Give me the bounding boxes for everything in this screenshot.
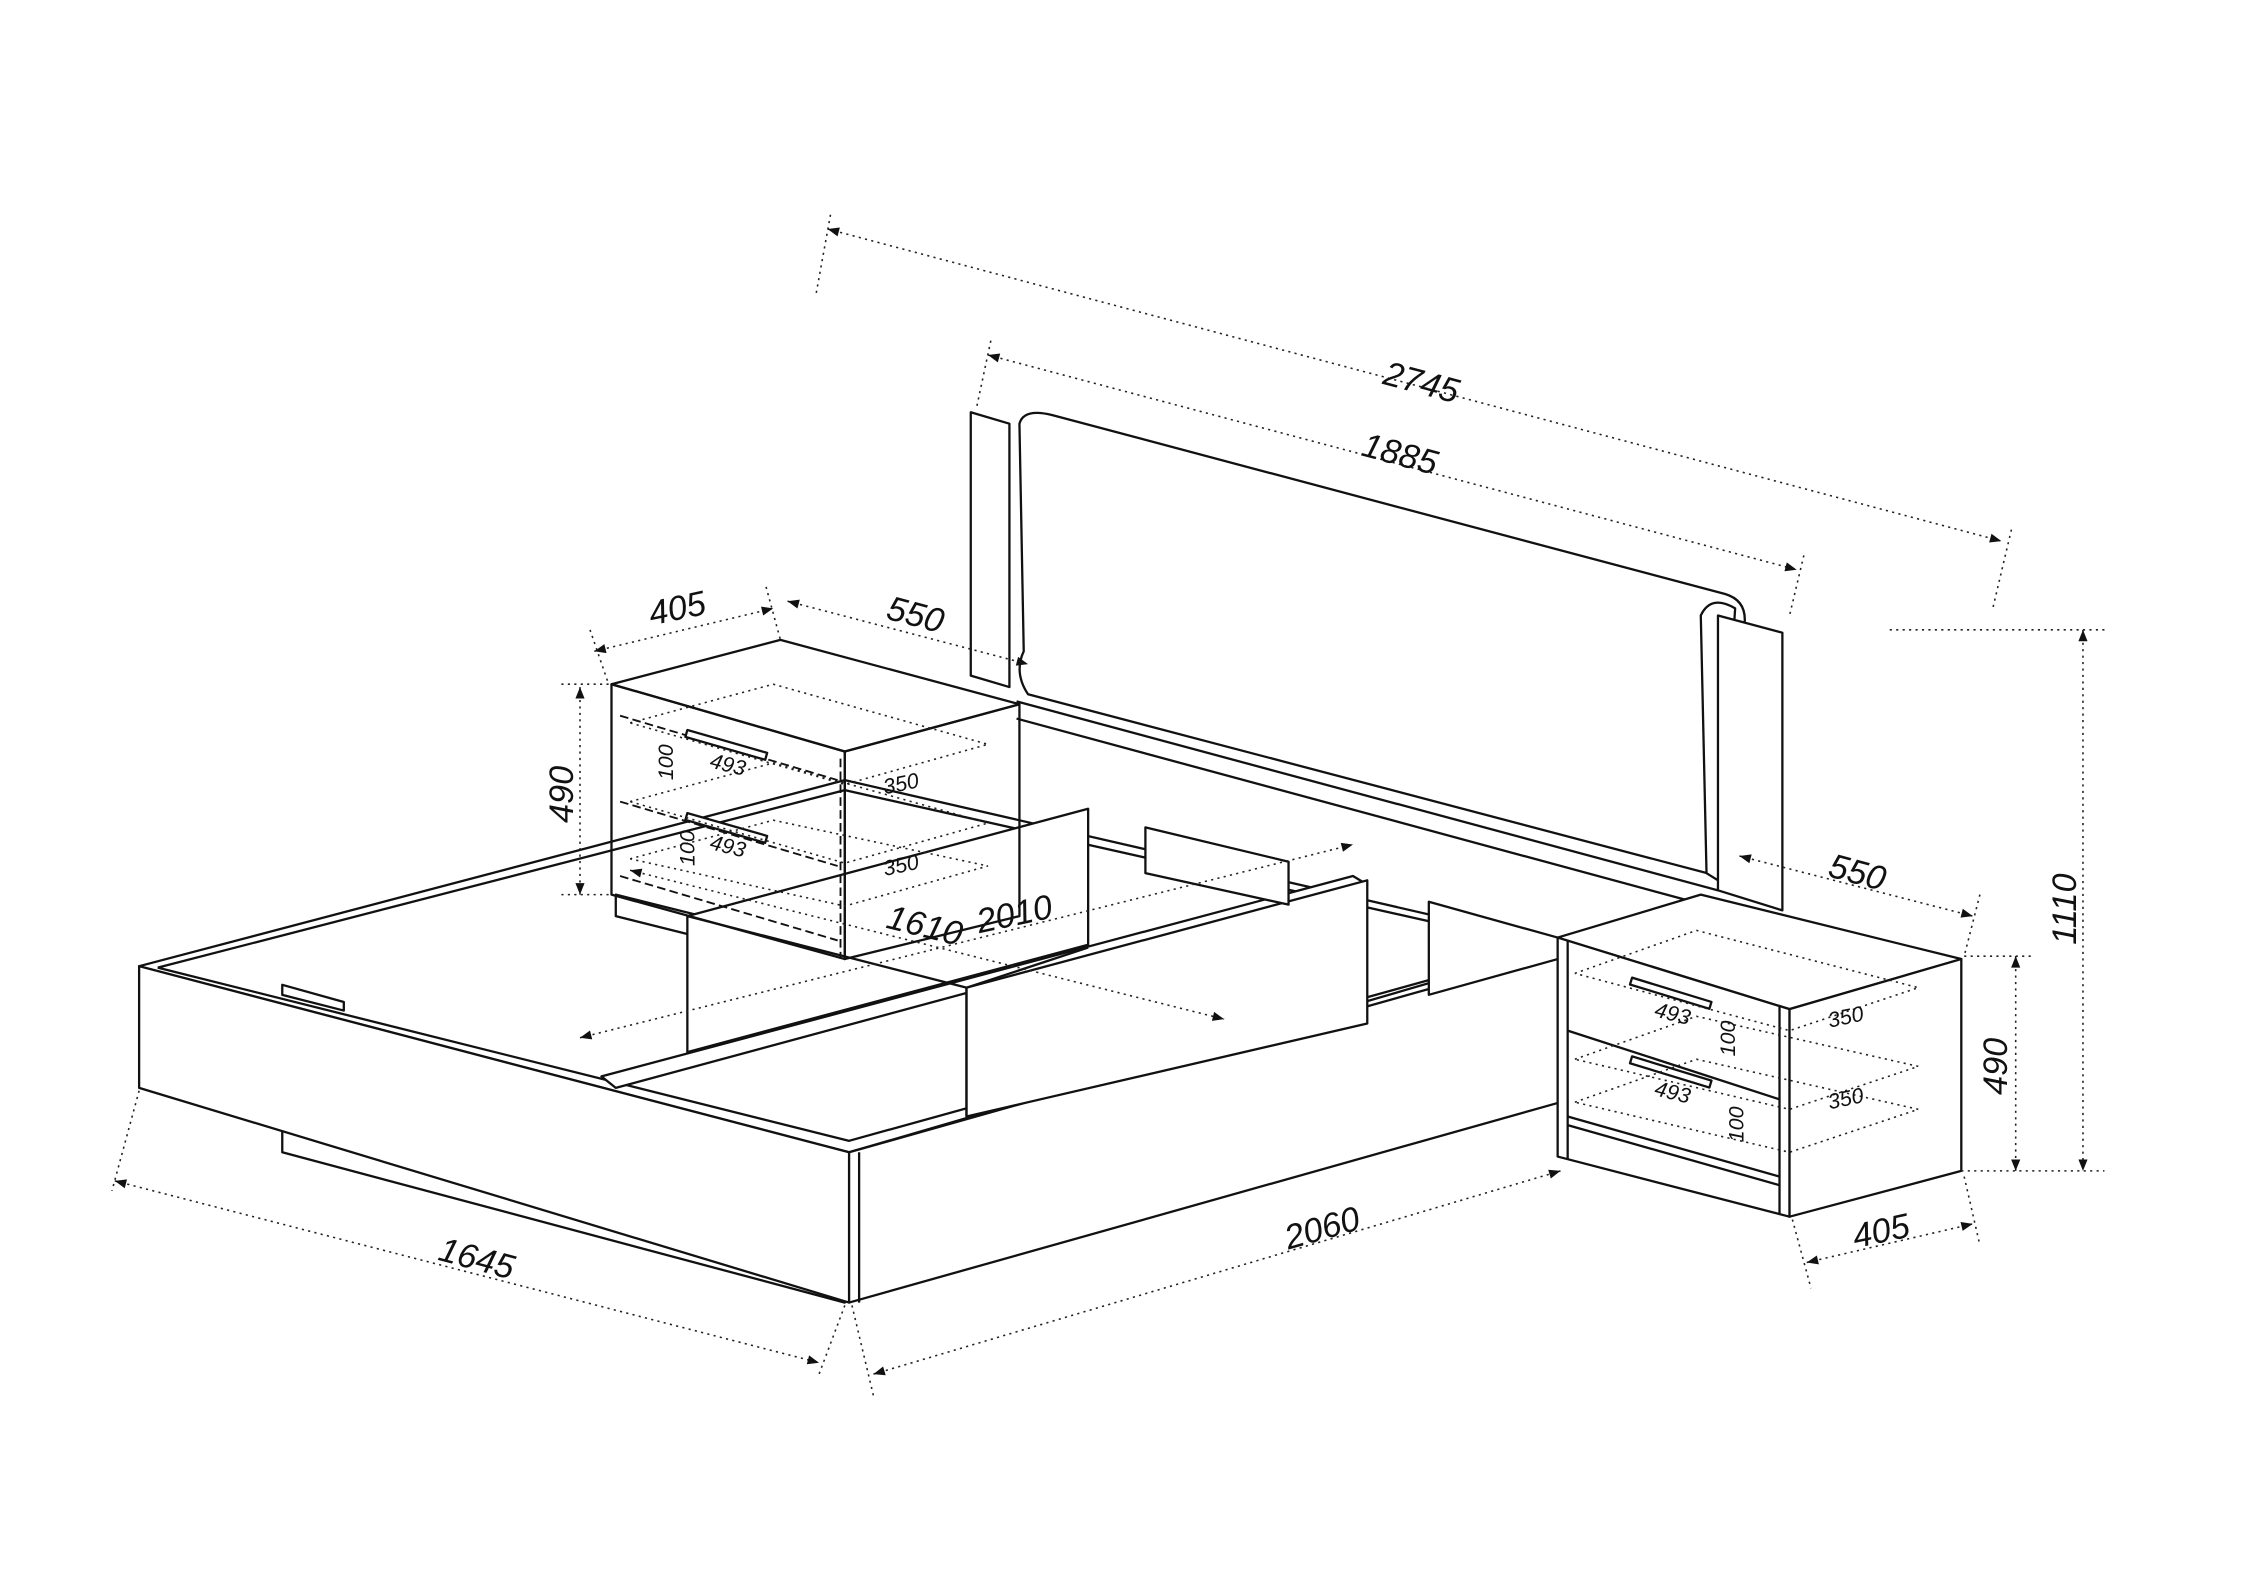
- label-drawer-height: 100: [1725, 1106, 1749, 1142]
- headboard-rail-inner: [1016, 717, 1704, 906]
- dim-line-right-ns-width: [1806, 1221, 1973, 1265]
- headboard-right-post: [1716, 614, 1784, 912]
- drawer-handle-icon: [1628, 976, 1713, 1010]
- drawer-handle-icon: [684, 728, 769, 761]
- label-bed-width: 1645: [435, 1231, 520, 1288]
- label-left-ns-depth: 550: [883, 589, 948, 641]
- label-left-ns-height: 490: [543, 766, 581, 823]
- right-drawer-line-2: [1567, 1115, 1780, 1178]
- label-drawer-depth: 350: [881, 768, 921, 799]
- headboard: [969, 411, 1784, 912]
- dim-line-pad-width: [987, 353, 1797, 572]
- drawer-handle-icon: [1628, 1055, 1713, 1089]
- headboard-left-post: [969, 411, 1011, 689]
- label-left-ns-width: 405: [645, 584, 710, 633]
- dim-line-mattress-length: [579, 842, 1354, 1040]
- dim-line-left-ns-depth: [787, 599, 1029, 666]
- label-drawer-height: 100: [1716, 1020, 1740, 1056]
- dimension-lines: [111, 214, 2105, 1396]
- label-headboard-height: 1110: [2046, 873, 2084, 944]
- dim-line-left-ns-width: [594, 606, 774, 654]
- headboard-pad: [1018, 411, 1746, 878]
- left-nightstand-top: [610, 638, 1021, 753]
- right-drawer-line-1: [1567, 1029, 1780, 1101]
- label-right-ns-depth: 550: [1825, 847, 1890, 899]
- right-nightstand: 493 493 100 100 350 350: [1556, 893, 1963, 1218]
- dim-line-right-ns-depth: [1739, 854, 1973, 918]
- label-right-ns-height: 490: [1977, 1038, 2015, 1095]
- right-drawer-line-3: [1567, 1123, 1780, 1187]
- label-overall-width: 2745: [1379, 354, 1464, 411]
- dim-line-bed-width: [114, 1179, 820, 1365]
- label-drawer-height: 100: [654, 744, 678, 780]
- label-right-ns-width: 405: [1849, 1207, 1914, 1256]
- label-drawer-height: 100: [676, 830, 700, 866]
- drawer-handle-icon: [684, 811, 769, 844]
- label-bed-length: 2060: [1279, 1200, 1364, 1258]
- slat-support: [281, 983, 345, 1012]
- headboard-rail: [1016, 700, 1719, 892]
- label-pad-width: 1885: [1358, 426, 1443, 483]
